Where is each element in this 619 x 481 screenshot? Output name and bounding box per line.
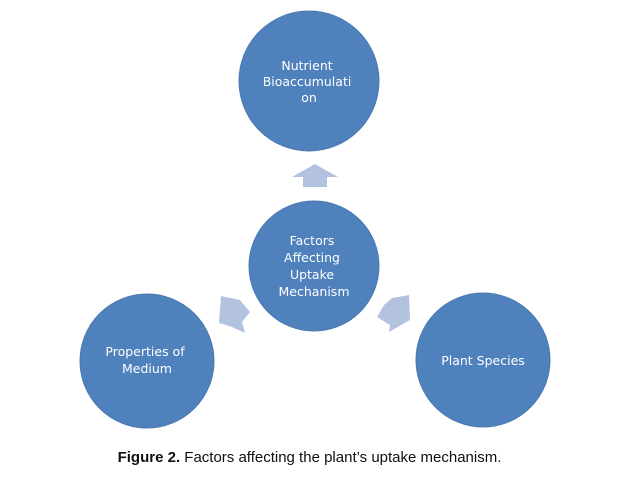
node-left: Properties of Medium <box>79 293 215 429</box>
node-top-label: Nutrient Bioaccumulati on <box>263 58 356 105</box>
figure-caption: Figure 2. Factors affecting the plant’s … <box>0 449 619 466</box>
figure-caption-text: Factors affecting the plant’s uptake mec… <box>184 449 502 466</box>
arrow-right <box>377 295 410 332</box>
arrow-up <box>292 164 338 187</box>
node-left-label: Properties of Medium <box>105 344 188 376</box>
node-top: Nutrient Bioaccumulati on <box>238 10 380 152</box>
node-right: Plant Species <box>415 292 551 428</box>
node-center-label: Factors Affecting Uptake Mechanism <box>278 233 349 299</box>
node-right-label: Plant Species <box>441 353 525 368</box>
node-center: Factors Affecting Uptake Mechanism <box>248 200 380 332</box>
arrow-left <box>219 296 250 333</box>
figure-label: Figure 2. <box>117 449 181 466</box>
